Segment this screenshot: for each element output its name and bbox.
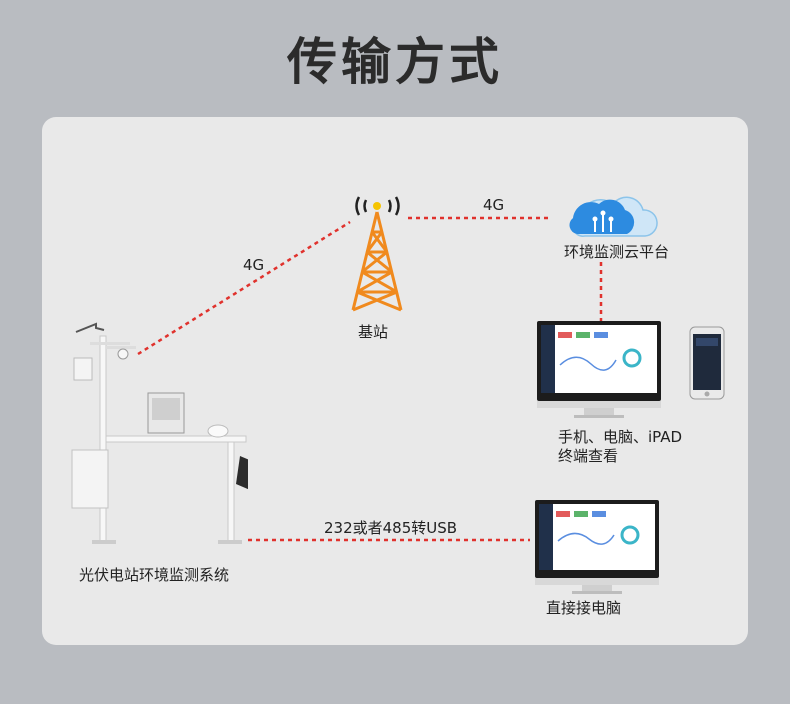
tower-icon [351,196,403,312]
page-title: 传输方式 [287,33,503,91]
tower-label: 基站 [358,323,389,341]
terminals-label-1: 手机、电脑、iPAD [558,428,683,446]
link-label-station-tower: 4G [243,256,265,274]
link-label-tower-cloud: 4G [483,196,505,214]
link-label-direct: 232或者485转USB [324,519,458,537]
weather-station-icon [71,322,248,544]
station-label: 光伏电站环境监测系统 [79,566,230,584]
cloud-icon [569,196,658,237]
direct-pc-label: 直接接电脑 [546,599,622,617]
direct-pc-icon [535,500,659,594]
link-station-tower [137,220,351,356]
monitor-icon [537,321,661,418]
terminals-label-2: 终端查看 [558,447,619,465]
cloud-label: 环境监测云平台 [564,243,670,261]
phone-icon [689,326,725,400]
